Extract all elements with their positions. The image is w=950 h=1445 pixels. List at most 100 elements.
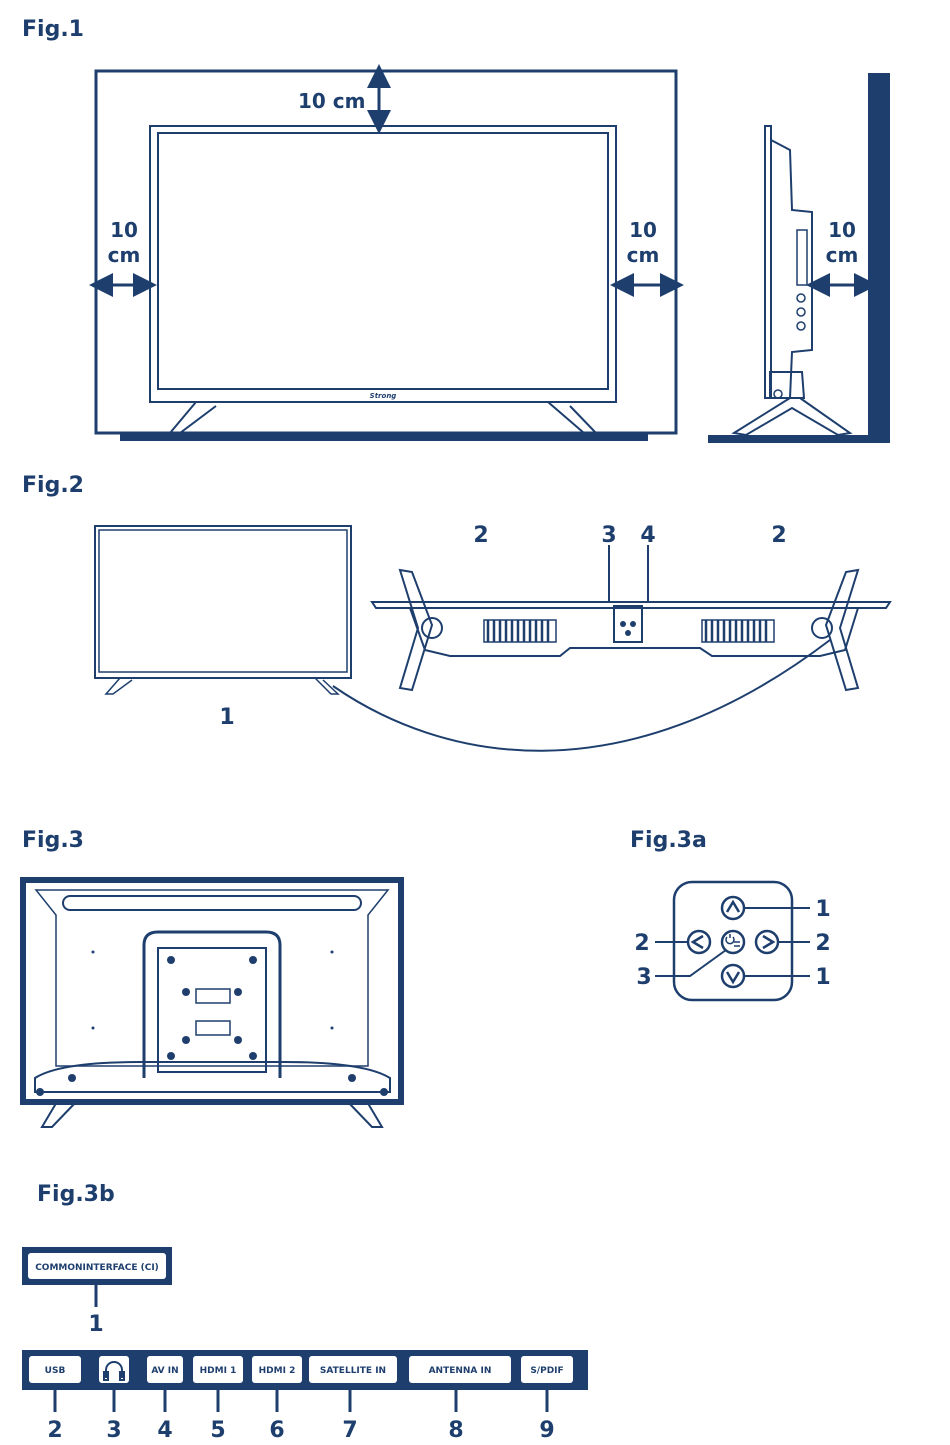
leader-power [655,950,726,976]
fig3b-ci: COMMONINTERFACE (CI) 1 [22,1247,172,1337]
ci-label: COMMONINTERFACE (CI) [35,1263,159,1273]
port-antenna-in-label: ANTENNA IN [429,1366,492,1376]
shell-screw-4 [380,1088,388,1096]
fig3a-label-down: 1 [815,965,830,990]
vesa-hole [249,956,257,964]
fig2-front-tv: 1 [95,526,351,730]
rear-vent [63,896,361,910]
vesa-hole [249,1052,257,1060]
ci-number: 1 [88,1312,103,1337]
key-right-button[interactable] [756,931,778,953]
port-spdif-label: S/PDIF [530,1366,563,1376]
rear-panel [36,890,388,1066]
grille-left-slots [488,620,548,642]
fig2-bottom-view: 2 3 4 2 [372,523,890,690]
tv-side-panel [765,126,771,398]
fig3-rear-view [23,880,401,1127]
fig2-tv-screen [99,530,347,672]
tv-screen [158,133,608,389]
port-satellite-in-label: SATELLITE IN [320,1366,386,1376]
side-gap-unit: cm [826,243,859,267]
fig2-label-3: 3 [601,523,616,548]
brand-logo: Strong [370,392,397,400]
fig2-label-speaker-left: 2 [473,523,488,548]
stand-left [400,570,432,690]
chevron-down-icon [727,972,739,982]
grille-right-slots [706,620,766,642]
right-gap-value: 10 [629,218,657,242]
port-hdmi-1-label: HDMI 1 [200,1366,237,1376]
fig2-label-speaker-right: 2 [771,523,786,548]
side-stand-block [770,372,804,398]
port-pointers [55,1390,547,1412]
side-jack-2 [797,308,805,316]
power-icon [726,934,740,946]
keypad-dot-3 [625,630,631,636]
chevron-right-icon [763,936,773,948]
wall [868,73,890,443]
shell-screw-2 [348,1074,356,1082]
speaker-grille-left [484,620,556,642]
side-gap-value: 10 [828,218,856,242]
fig3a-label-up: 1 [815,897,830,922]
port-number-spdif: 9 [539,1418,554,1443]
fig1-front-view: Strong 10 cm 10 cm 10 cm [96,71,676,441]
fig3b-ports: USB AV IN HDMI 1 HDMI 2 SATELLITE IN ANT… [22,1350,588,1443]
shell-screw-3 [36,1088,44,1096]
vesa-hole [234,1036,242,1044]
key-down-button[interactable] [722,965,744,987]
left-gap-unit: cm [108,243,141,267]
side-ports [797,230,807,285]
vesa-plate [158,948,266,1072]
stand-screw [774,390,782,398]
rear-hole-3 [92,1027,95,1030]
fig1-side-view: 10 cm [708,73,890,443]
port-number-hdmi-2: 6 [269,1418,284,1443]
tv-bezel [150,126,616,402]
tv-foot-right [548,402,596,433]
key-up-button[interactable] [722,897,744,919]
floor [120,433,648,441]
bottom-body [410,608,858,656]
vesa-hole [234,988,242,996]
vesa-hole [182,1036,190,1044]
side-floor [708,435,868,443]
chevron-up-icon [727,902,739,912]
vesa-label-2 [196,1021,230,1035]
port-usb-label: USB [45,1366,66,1376]
fig3a-label-left: 2 [634,931,649,956]
fig3a-label-right: 2 [815,931,830,956]
shell-screw-1 [68,1074,76,1082]
fig3a-label-power: 3 [636,965,651,990]
left-gap-value: 10 [110,218,138,242]
fig2-tv-bezel [95,526,351,678]
side-jack-3 [797,322,805,330]
fig2-foot-left [106,678,132,694]
rear-bulge [144,932,280,1078]
port-hdmi-2-label: HDMI 2 [259,1366,296,1376]
side-stand-legs [734,398,850,435]
tv-side-body [771,140,812,398]
vesa-label-1 [196,989,230,1003]
fig3a-keypad: 1 1 2 2 3 [634,882,830,1000]
key-left-button[interactable] [688,931,710,953]
rear-hole-1 [92,951,95,954]
port-number-av-in: 4 [157,1418,172,1443]
port-number-hdmi-1: 5 [210,1418,225,1443]
rear-hole-2 [331,951,334,954]
vesa-hole [167,956,175,964]
fig2-label-front: 1 [219,705,234,730]
keypad-dot-1 [620,621,626,627]
top-gap-label: 10 cm [298,89,366,113]
port-number-usb: 2 [47,1418,62,1443]
port-number-satellite-in: 7 [342,1418,357,1443]
rear-hole-4 [331,1027,334,1030]
port-av-in-label: AV IN [151,1366,178,1376]
rear-frame [23,880,401,1102]
fig2-label-4: 4 [640,523,655,548]
port-number-headphones: 3 [106,1418,121,1443]
speaker-grille-right [702,620,774,642]
chevron-left-icon [693,936,703,948]
side-jack-1 [797,294,805,302]
